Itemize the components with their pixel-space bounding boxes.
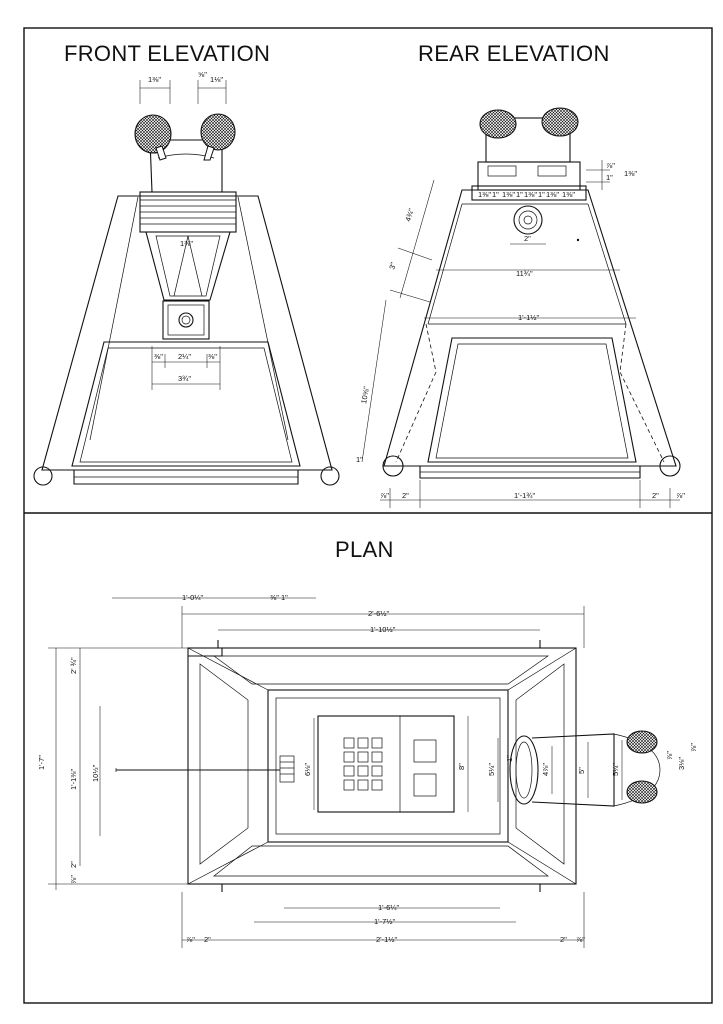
rear-dim-label: 1'-1¾" — [514, 491, 536, 500]
rear-dim-label: 1⅜" — [524, 190, 537, 199]
plan-dim-label: ⅞" — [576, 935, 585, 944]
rear-elevation-drawing — [361, 107, 681, 508]
plan-dim-label: 2'-1½" — [376, 935, 398, 944]
rear-dim-label: 1⅜" — [546, 190, 559, 199]
plan-dim-label: 1'-7" — [37, 755, 46, 770]
rear-dim-label: 2" — [402, 491, 409, 500]
rear-dim-label: ⅞" — [380, 491, 389, 500]
rear-dim-label: 2" — [652, 491, 659, 500]
front-dim-label: ⅝" — [198, 70, 207, 79]
plan-dim-label: 1'-7½" — [374, 917, 396, 926]
rear-dim-label: 1⅜" — [562, 190, 575, 199]
rear-dim-label: 1" — [492, 190, 499, 199]
rear-dim-label: 1'-1½" — [518, 313, 540, 322]
plan-dim-label: ⅜" 1" — [270, 593, 288, 602]
front-dim-label: ⅜" — [208, 352, 217, 361]
plan-dim-label: ⅞" — [665, 751, 674, 760]
front-dim-label: ⅜" — [154, 352, 163, 361]
rear-dim-label: 1⅜" — [624, 169, 637, 178]
plan-drawing — [48, 597, 661, 948]
plan-dim-label: 5¼" — [611, 763, 620, 776]
plan-dim-label: 3⅛" — [677, 757, 686, 770]
rear-dim-label: 2" — [524, 234, 531, 243]
rear-dim-label: 1" — [538, 190, 545, 199]
plan-dim-label: 2'-6½" — [368, 609, 390, 618]
plan-dim-label: 1" — [505, 755, 514, 762]
rear-dim-label: 1" — [356, 455, 363, 464]
plan-dim-label: 5¼" — [487, 763, 496, 776]
rear-dim-label: 1" — [606, 173, 613, 182]
rear-dim-label: ⅞" — [676, 491, 685, 500]
plan-dim-label: 10½" — [91, 764, 100, 782]
front-elevation-drawing — [33, 80, 340, 486]
plan-dim-label: 1'-6¼" — [378, 903, 400, 912]
rear-dim-label: 4¾" — [403, 207, 416, 223]
front-dim-label: 3¾" — [178, 374, 191, 383]
rear-dim-label: 10⅝" — [359, 385, 371, 404]
rear-dimension-labels: ⅞" 1" 1⅜" 1⅜" 1" 1⅜" 1" 1⅜" 1" 1⅜" 1⅜" 4… — [356, 161, 685, 500]
plan-dim-label: 6⅛" — [303, 763, 312, 776]
sheet-border — [23, 27, 713, 1004]
front-elevation-title: FRONT ELEVATION — [64, 41, 270, 66]
plan-dim-label: 5" — [577, 767, 586, 774]
plan-dimension-labels: 1'-0¼" ⅜" 1" 2'-6½" 1'-10½" 1'-7" 2' ¾" … — [37, 593, 698, 944]
front-dim-label: 1⅛" — [210, 75, 223, 84]
rear-dim-label: 1⅜" — [478, 190, 491, 199]
front-dim-label: 1⅜" — [148, 75, 161, 84]
plan-dim-label: 1'-0¼" — [182, 593, 204, 602]
plan-dim-label: ⅞" — [689, 743, 698, 752]
plan-dim-label: ⅞" — [69, 875, 78, 884]
rear-elevation-title: REAR ELEVATION — [418, 41, 610, 66]
rear-dim-label: ⅞" — [606, 161, 615, 170]
plan-dim-label: ⅞" — [186, 935, 195, 944]
rear-dim-label: 3" — [387, 261, 398, 271]
plan-dim-label: 8" — [457, 763, 466, 770]
rear-dim-label: 1⅜" — [502, 190, 515, 199]
rear-dim-label: 1" — [516, 190, 523, 199]
front-dimension-labels: 1⅜" ⅝" 1⅛" 1⅜" ⅜" 2¼" ⅜" 3¾" — [148, 70, 223, 383]
front-dim-label: 2¼" — [178, 352, 191, 361]
rear-dim-label: 11¾" — [516, 269, 533, 278]
keypad — [343, 737, 383, 791]
plan-dim-label: 2" — [204, 935, 211, 944]
plan-dim-label: 1'-1⅜" — [69, 768, 78, 790]
plan-title: PLAN — [335, 537, 394, 562]
front-dim-label: 1⅜" — [180, 239, 193, 248]
plan-dim-label: 2" — [560, 935, 567, 944]
plan-dim-label: 2" — [69, 861, 78, 868]
plan-dim-label: 1'-10½" — [370, 625, 396, 634]
plan-dim-label: 2' ¾" — [69, 657, 78, 674]
plan-dim-label: 4⅞" — [541, 763, 550, 776]
